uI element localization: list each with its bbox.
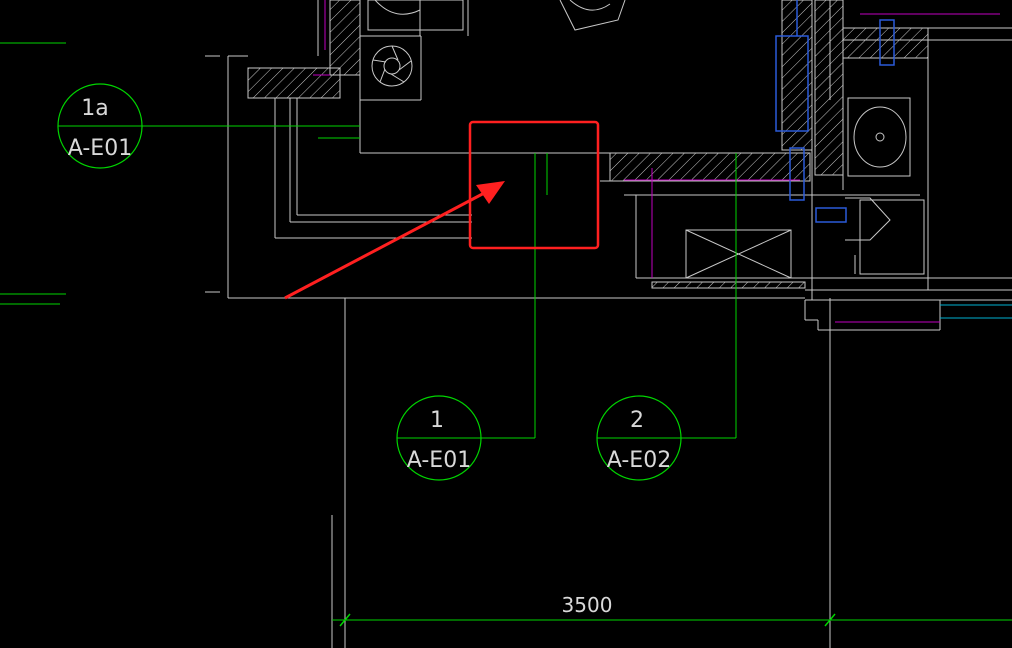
exhaust-fan-icon [371, 45, 413, 87]
door-fixture [845, 197, 925, 275]
highlight-box[interactable] [468, 120, 600, 250]
callout-1-sheet: A-E01 [407, 448, 471, 473]
washbasin-icon [847, 97, 911, 177]
highlight-arrow-shaft [284, 188, 491, 300]
callout-1a-sheet: A-E01 [68, 136, 132, 161]
left-green-lines [0, 42, 66, 305]
callout-1[interactable]: 1 A-E01 [396, 395, 482, 481]
furniture-top [367, 0, 626, 31]
callout-2[interactable]: 2 A-E02 [596, 395, 682, 481]
callout-1-number: 1 [430, 408, 444, 433]
callout-2-sheet: A-E02 [607, 448, 671, 473]
blue-pipes [775, 0, 895, 223]
shower-fixture [685, 229, 792, 279]
magenta-lines [313, 0, 1000, 323]
callout-2-number: 2 [630, 408, 644, 433]
dimension-3500[interactable]: 3500 [332, 593, 1012, 627]
dimension-value: 3500 [562, 593, 613, 617]
callout-leaders [142, 125, 737, 439]
callout-1a-number: 1a [81, 96, 108, 121]
hatched-walls [247, 0, 929, 289]
highlight-arrow-head [476, 181, 505, 204]
highlight-annotation[interactable] [284, 120, 600, 300]
cyan-lines [940, 304, 1012, 319]
callout-1a[interactable]: 1a A-E01 [57, 83, 143, 169]
